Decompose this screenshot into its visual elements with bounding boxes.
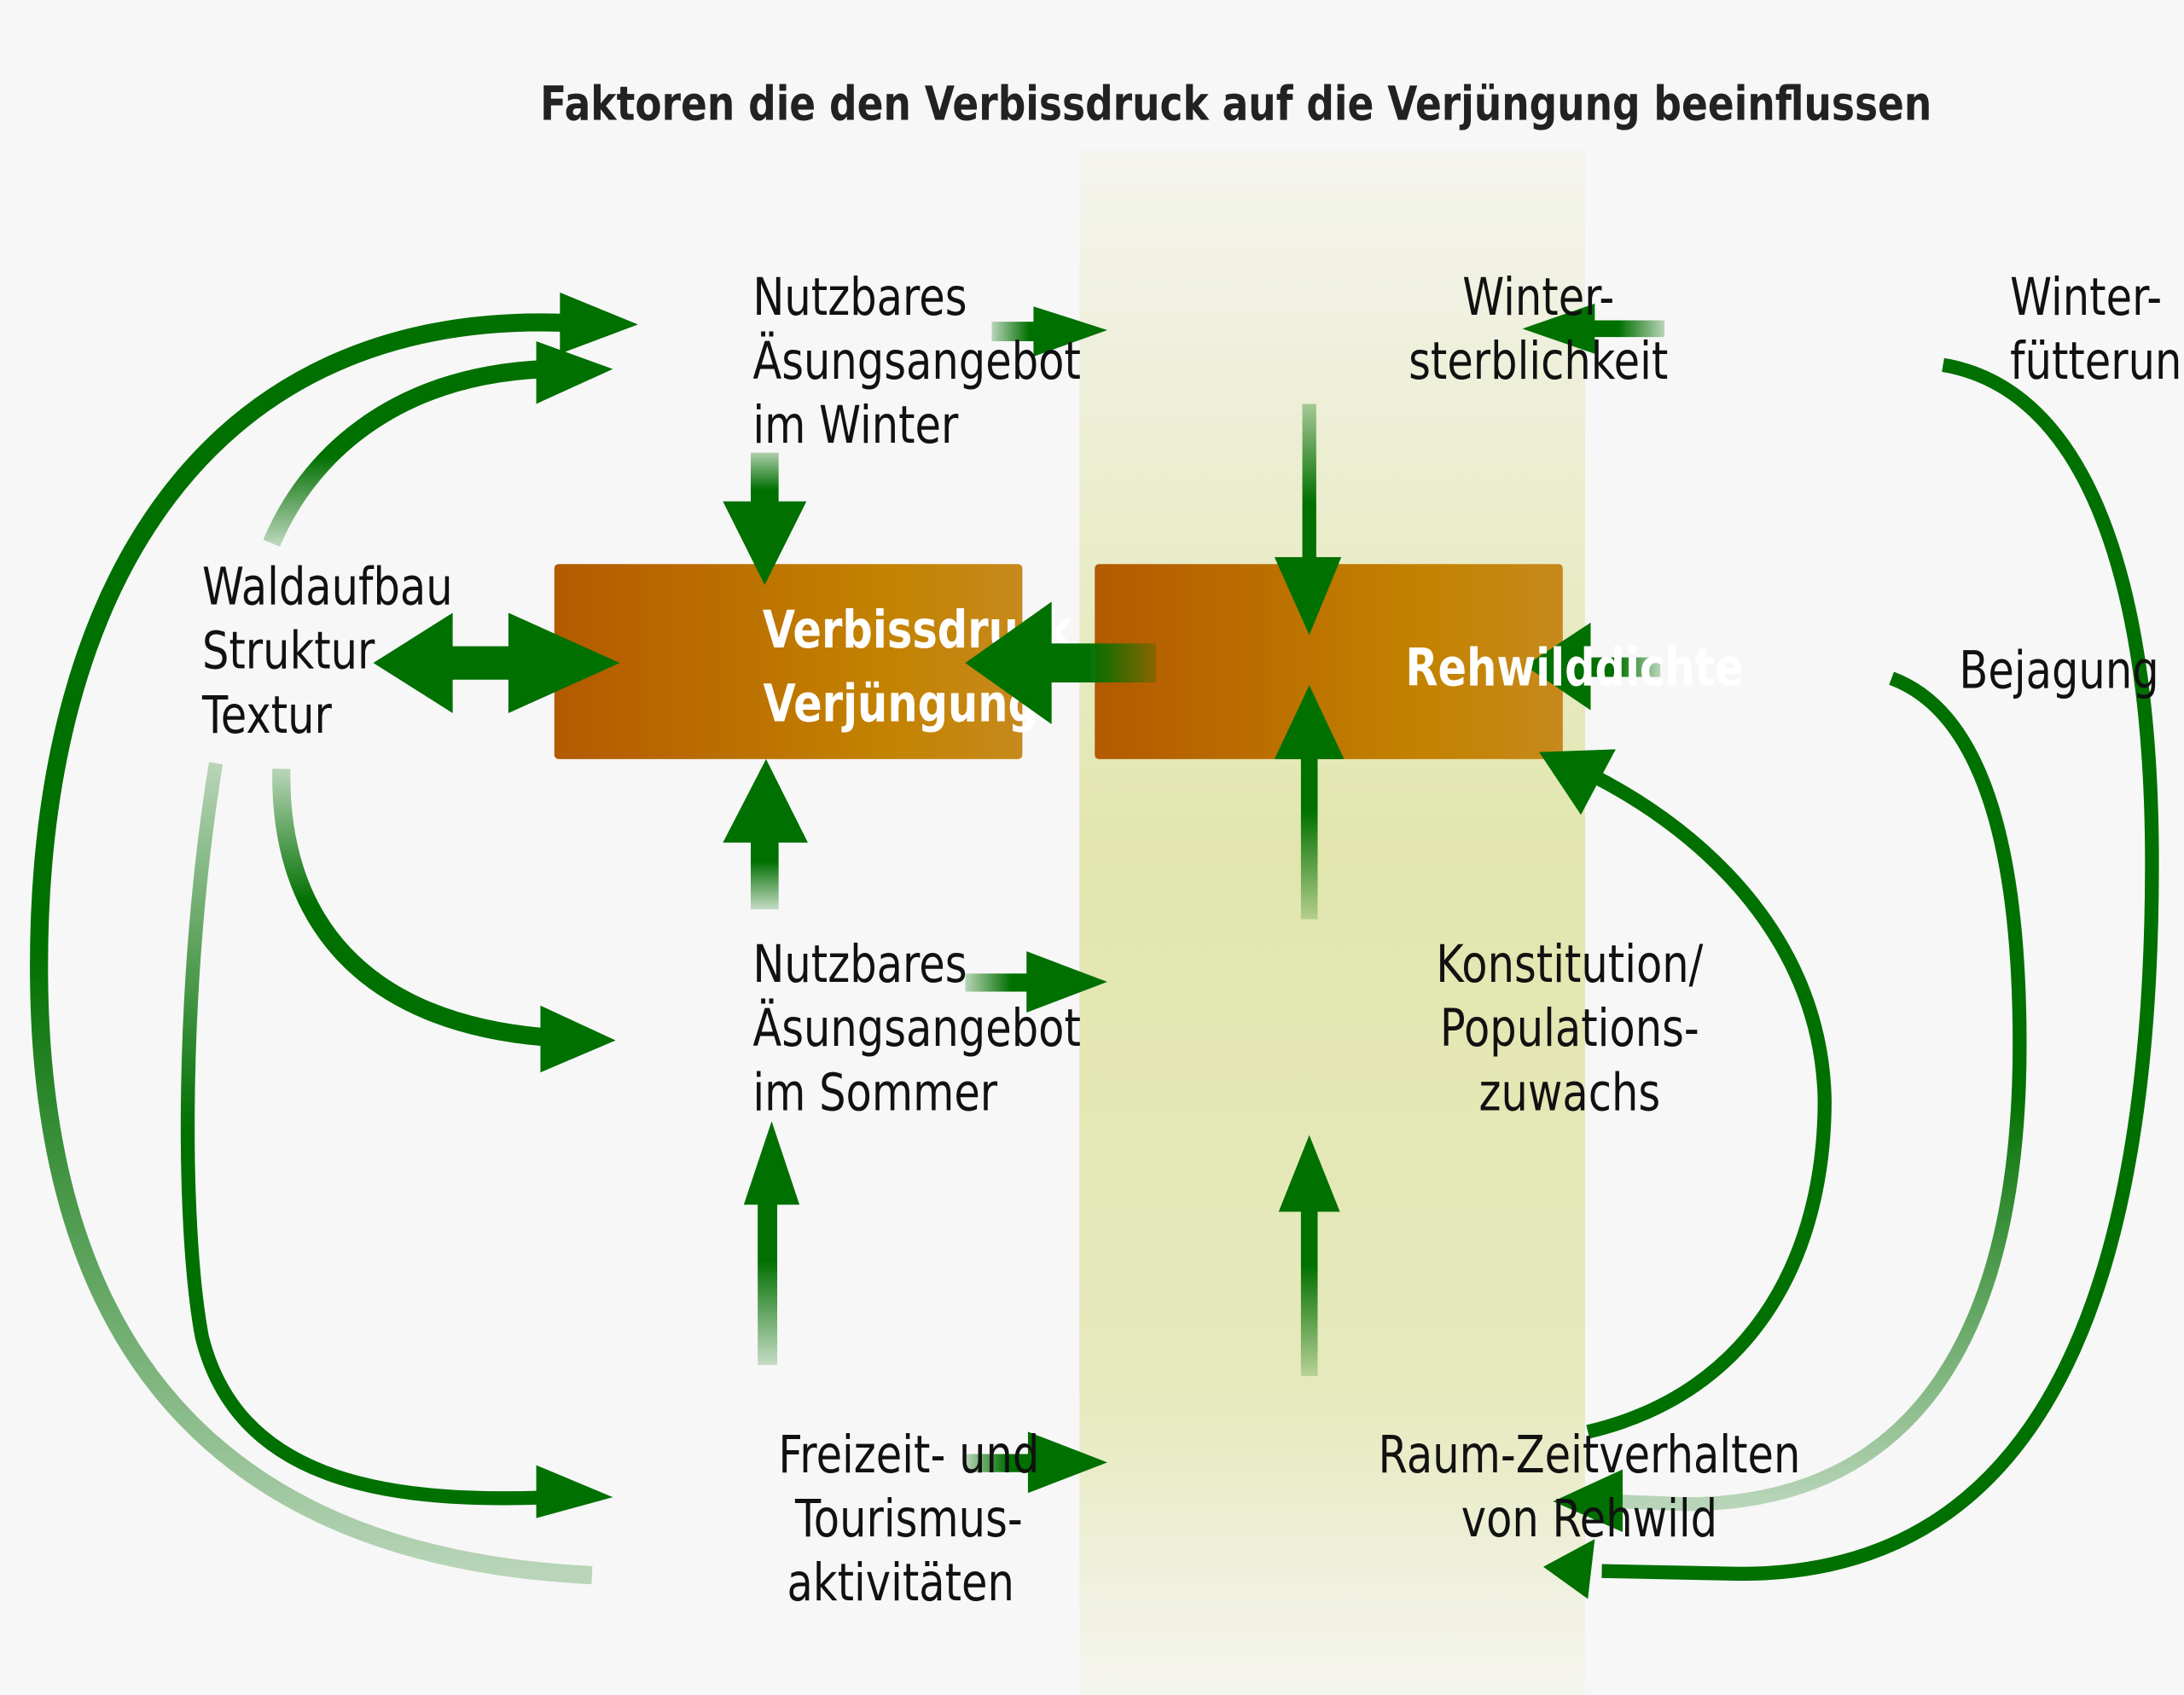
diagram-title: Faktoren die den Verbissdruck auf die Ve… [540,76,1931,131]
forest-structure-line-2: Struktur [202,622,375,682]
node-summer-food: Nutzbares Äsungsangebot im Sommer [752,935,1081,1123]
arrowhead [1274,685,1345,759]
node-constitution: Konstitution/ Populations- zuwachs [1436,935,1703,1123]
node-deer-density [1095,564,1563,759]
node-tourism: Freizeit- und Tourismus- aktivitäten [778,1425,1039,1613]
edge-tourism-to-behaviour [965,1431,1107,1494]
arrowhead [1542,1539,1595,1599]
node-winter-food: Nutzbares Äsungsangebot im Winter [752,268,1081,456]
arrowhead [1522,303,1595,354]
edge-forest-to-winter-food [263,341,613,547]
population-band [1079,150,1585,1695]
edge-density-to-browsing [965,601,1157,725]
arrowhead [1553,1469,1623,1532]
arrowhead [1278,1135,1340,1212]
deer-density-box [1095,564,1563,759]
summer-food-line-2: Äsungsangebot [752,999,1081,1059]
node-winter-mortality: Winter- sterblichkeit [1409,268,1668,392]
node-behaviour: Raum-Zeitverhalten von Rehwild [1379,1425,1801,1549]
arrowhead [1026,951,1107,1013]
deer-density-label: Rehwilddichte [1405,639,1743,699]
arrowhead [965,601,1052,725]
edge-forest-to-tourism [180,762,613,1518]
arrowhead [723,501,807,585]
edge-constitution-to-density [1274,685,1345,920]
arrowhead [1033,306,1107,357]
edge-forest-browsing-bidirectional [373,612,620,713]
arrowhead [536,1465,613,1518]
edge-feeding-to-mortality [1522,303,1665,354]
edge-winter-food-to-mortality [991,306,1107,357]
browsing-pressure-box [554,564,1023,759]
winter-mortality-line-2: sterblichkeit [1409,332,1668,392]
edge-tourism-to-summer-food [743,1121,800,1366]
constitution-line-3: zuwachs [1478,1064,1660,1123]
forest-structure-line-3: Textur [201,686,332,746]
edge-winter-food-to-browsing [723,452,807,585]
arrowhead [1539,749,1616,816]
edge-hunting-to-behaviour [1553,671,2027,1532]
winter-food-line-3: im Winter [752,397,958,456]
arrowhead [560,292,638,354]
winter-food-line-1: Nutzbares [752,268,967,328]
summer-food-line-1: Nutzbares [752,935,967,995]
edge-forest-to-summer-food [272,769,616,1073]
constitution-line-2: Populations- [1440,999,1699,1059]
browsing-pressure-line-2: Verjüngung [763,675,1038,734]
arrowhead-left [373,612,453,713]
summer-food-line-3: im Sommer [752,1064,997,1123]
edge-summer-food-to-browsing [723,758,808,910]
edge-behaviour-to-constitution [1278,1135,1340,1377]
node-winter-feeding: Winter- fütterung [2010,268,2184,392]
edge-hunting-to-density [1525,622,1661,711]
edge-tourism-to-winter-food [30,292,638,1585]
edge-feeding-to-behaviour [1542,357,2159,1599]
arrowhead-right [508,612,620,713]
arrowhead [1274,557,1342,636]
edge-summer-food-to-constitution [965,951,1107,1013]
winter-feeding-line-1: Winter- [2010,268,2162,328]
arrowhead [540,1005,616,1073]
tourism-line-2: Tourismus- [794,1489,1023,1549]
arrowhead [536,341,613,404]
tourism-line-3: aktivitäten [787,1553,1014,1613]
hunting-label: Bejagung [1959,641,2158,701]
arrowhead [1027,1431,1107,1494]
edge-mortality-to-density [1274,403,1342,636]
forest-structure-line-1: Waldaufbau [202,558,453,618]
behaviour-line-2: von Rehwild [1461,1489,1717,1549]
arrowhead [723,758,808,843]
winter-feeding-line-2: fütterung [2010,332,2184,392]
behaviour-line-1: Raum-Zeitverhalten [1379,1425,1801,1485]
winter-food-line-2: Äsungsangebot [752,332,1081,392]
constitution-line-1: Konstitution/ [1436,935,1703,995]
arrowhead [743,1121,800,1205]
arrowhead [1525,622,1591,711]
edge-behaviour-to-density [1539,749,1832,1439]
tourism-line-1: Freizeit- und [778,1425,1039,1485]
winter-mortality-line-1: Winter- [1462,268,1614,328]
node-forest-structure: Waldaufbau Struktur Textur [201,558,453,746]
